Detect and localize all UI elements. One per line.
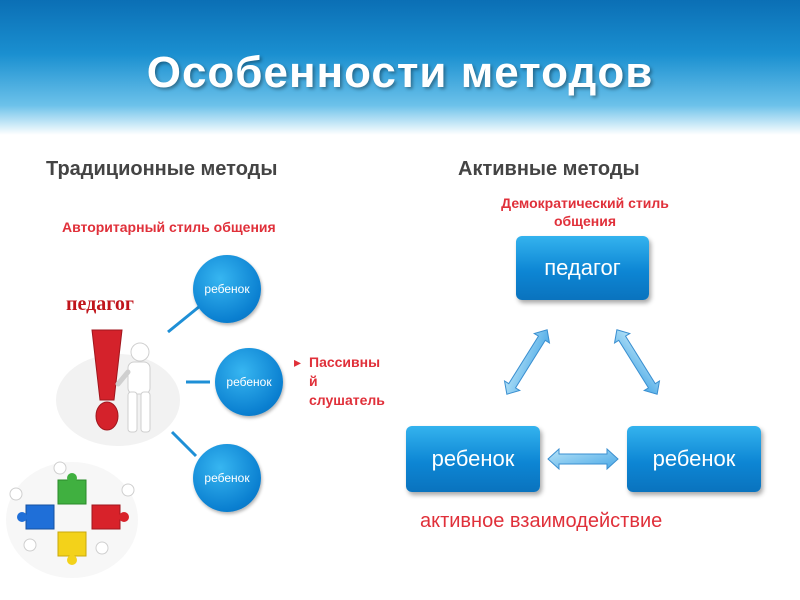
left-subtitle: Авторитарный стиль общения xyxy=(62,219,276,235)
annotation-bullet: ▸ xyxy=(294,354,302,370)
teacher-illustration xyxy=(56,329,180,446)
header-banner xyxy=(0,0,800,135)
left-heading: Традиционные методы xyxy=(46,158,278,180)
right-subtitle: Демократический стиль общения xyxy=(440,194,730,230)
arrow-child-child xyxy=(547,447,619,471)
left-connectors xyxy=(167,304,210,458)
connector-top xyxy=(167,304,201,334)
diagram-arrows xyxy=(503,329,661,471)
child-box-left: ребенок xyxy=(406,426,540,492)
connector-bottom xyxy=(170,430,198,458)
teacher-label: педагог xyxy=(66,293,134,315)
child-node-middle: ребенок xyxy=(215,348,283,416)
annotation-line-2: й xyxy=(309,373,318,389)
arrow-teacher-child-left xyxy=(503,329,551,395)
slide-title: Особенности методов xyxy=(146,48,654,97)
child-node-bottom: ребенок xyxy=(193,444,261,512)
annotation-line-3: слушатель xyxy=(309,392,385,408)
active-interaction-caption: активное взаимодействие xyxy=(420,510,663,532)
teacher-box: педагог xyxy=(516,236,649,300)
child-node-top: ребенок xyxy=(193,255,261,323)
puzzle-illustration xyxy=(6,461,138,578)
arrow-teacher-child-right xyxy=(613,329,661,395)
annotation-line-1: Пассивны xyxy=(309,354,381,370)
right-heading: Активные методы xyxy=(458,158,640,180)
child-box-right: ребенок xyxy=(627,426,761,492)
right-subtitle-line-1: Демократический стиль xyxy=(501,195,669,211)
right-subtitle-line-2: общения xyxy=(553,213,617,229)
passive-listener-annotation: Пассивны й слушатель xyxy=(309,353,385,410)
